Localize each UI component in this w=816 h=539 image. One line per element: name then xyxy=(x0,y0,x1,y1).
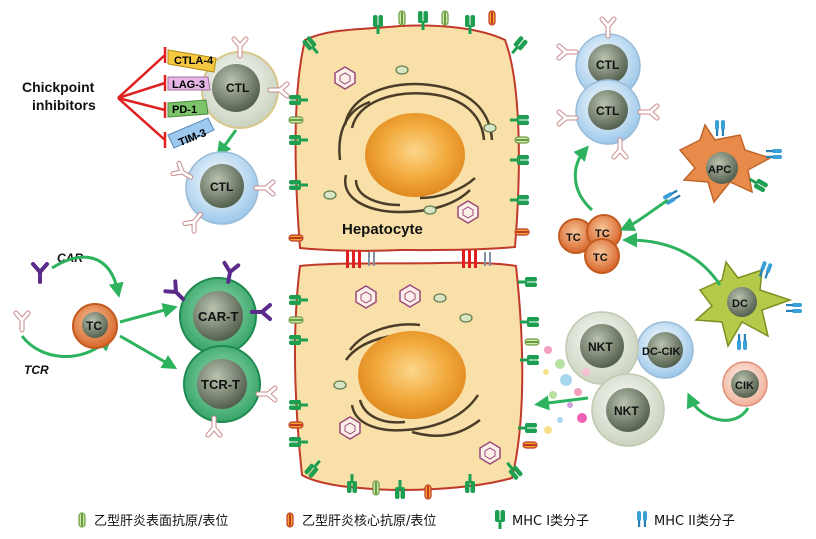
arrow-car-tc xyxy=(51,255,124,298)
nkt-cell-top: NKT xyxy=(565,311,639,385)
apc-label: APC xyxy=(708,164,731,176)
legend-item-mhc-i: MHC I类分子 xyxy=(495,510,589,529)
legend-mhc-i-text: MHC I类分子 xyxy=(512,514,589,529)
tc-left-label: TC xyxy=(86,319,102,333)
inhibitor-lines xyxy=(117,47,167,148)
tc-cluster: TC TC TC xyxy=(558,214,622,274)
nkt-bottom-label: NKT xyxy=(614,404,639,418)
legend-core-antigen-text: 乙型肝炎核心抗原/表位 xyxy=(302,514,436,529)
cik-label: CIK xyxy=(735,380,754,392)
tcr-label: TCR xyxy=(24,363,49,377)
lag3-label: LAG-3 xyxy=(172,79,205,91)
car-receptor-free: CAR xyxy=(31,251,83,284)
nkt-top-label: NKT xyxy=(588,340,613,354)
dc-cell: DC xyxy=(694,260,793,348)
legend-mhc-ii-text: MHC II类分子 xyxy=(654,514,735,529)
tc-cluster-label-1: TC xyxy=(566,232,581,244)
checkpoint-title: Chickpoint inhibitors xyxy=(22,79,96,113)
checkpoint-lag3: LAG-3 xyxy=(167,76,211,91)
arrow-apc-tc xyxy=(619,198,669,232)
dc-label: DC xyxy=(732,298,748,310)
tcr-t-label: TCR-T xyxy=(201,377,240,392)
checkpoint-ctla4: CTLA-4 xyxy=(167,49,217,73)
legend-item-core-antigen: 乙型肝炎核心抗原/表位 xyxy=(286,512,436,529)
legend-surface-antigen-text: 乙型肝炎表面抗原/表位 xyxy=(94,514,228,529)
checkpoint-title-line1: Chickpoint xyxy=(22,79,95,95)
nkt-cell-bottom: NKT xyxy=(591,373,665,447)
ctla4-label: CTLA-4 xyxy=(174,55,214,67)
ctl-cell-right-top: CTL xyxy=(575,33,641,99)
legend-item-mhc-ii: MHC II类分子 xyxy=(637,511,735,529)
car-t-cell: CAR-T xyxy=(179,277,257,355)
arrow-tc-ctl xyxy=(573,145,594,212)
checkpoint-pd1: PD-1 xyxy=(167,99,209,118)
ctl-right-top-label: CTL xyxy=(596,58,619,72)
arrow-dc-tc xyxy=(622,232,722,286)
legend-item-surface-antigen: 乙型肝炎表面抗原/表位 xyxy=(78,512,228,529)
ctl-cell-right-bottom: CTL xyxy=(575,79,641,145)
hbv-core-antigen-icon xyxy=(286,512,294,528)
tc-cell-left: TC xyxy=(72,303,118,349)
cell-junctions xyxy=(346,250,491,268)
ctl-right-bottom-label: CTL xyxy=(596,104,619,118)
mhc-ii-molecule-icon xyxy=(637,511,647,527)
cik-cell: CIK xyxy=(722,361,768,407)
dc-cik-label: DC-CIK xyxy=(642,346,681,358)
arrow-ctl-activate xyxy=(216,129,238,157)
ctl-label: CTL xyxy=(226,81,249,95)
apc-cell: APC xyxy=(678,123,772,204)
arrow-nkt-hepatocyte xyxy=(534,395,589,411)
dc-cik-cell: DC-CIK xyxy=(636,321,694,379)
er-top xyxy=(338,82,494,214)
checkpoint-title-line2: inhibitors xyxy=(32,97,96,113)
cytokine-granules xyxy=(543,346,590,434)
tc-cluster-label-2: TC xyxy=(595,228,610,240)
car-t-label: CAR-T xyxy=(198,309,238,324)
ctl-cell-active: CTL xyxy=(185,151,259,225)
hbv-surface-antigen-icon xyxy=(78,512,86,528)
hepatocyte-bottom-nucleus xyxy=(358,331,466,419)
ctl-active-label: CTL xyxy=(210,180,233,194)
tcr-receptor-free: TCR xyxy=(16,313,49,377)
pd1-label: PD-1 xyxy=(172,104,197,116)
tc-cluster-label-3: TC xyxy=(593,252,608,264)
arrow-cik-dccik xyxy=(686,392,750,422)
tcr-t-cell: TCR-T xyxy=(183,345,261,423)
hepatocyte-label: Hepatocyte xyxy=(342,221,423,238)
hepatocyte-top-nucleus xyxy=(365,113,465,197)
arrow-tc-cart xyxy=(119,303,178,324)
checkpoint-tim3: TIM-3 xyxy=(167,117,215,149)
mhc-i-molecule-icon xyxy=(495,510,505,529)
legend: 乙型肝炎表面抗原/表位 乙型肝炎核心抗原/表位 MHC I类分子 MHC II类… xyxy=(78,510,735,529)
arrow-tc-tcrt xyxy=(119,334,178,369)
